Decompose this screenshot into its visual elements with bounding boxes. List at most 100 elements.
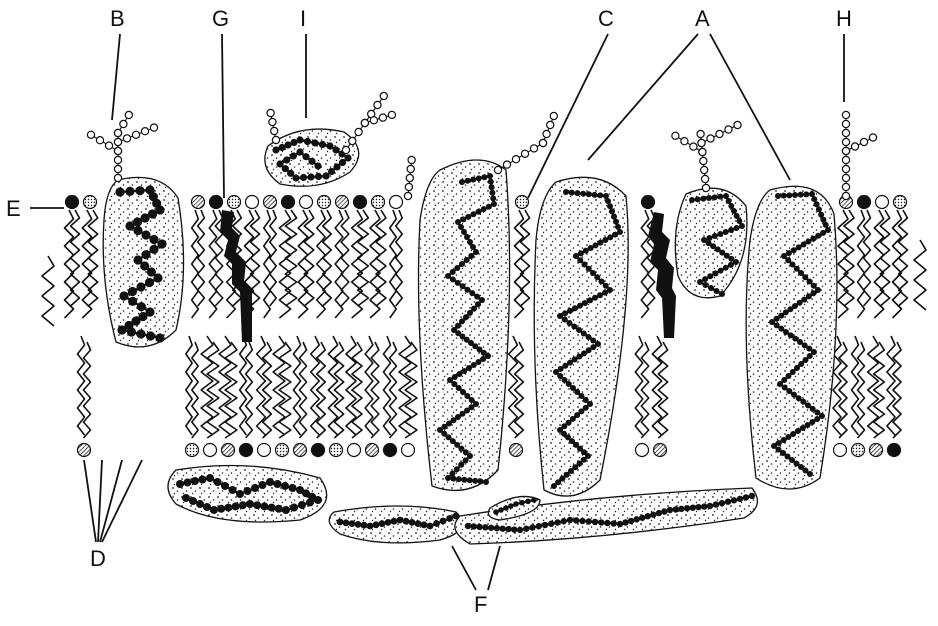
label-a: A [695,6,710,31]
glycan-bond [846,138,873,152]
amino-acid-bead [136,282,145,291]
amino-acid-bead [379,520,386,527]
lipid-tail [299,342,306,438]
amino-acid-bead [290,152,297,159]
lipid-head-inner [654,444,667,457]
sugar-residue [697,130,704,137]
sugar-residue [123,135,130,142]
lipid-tail [839,342,847,438]
amino-acid-bead [210,506,218,514]
protein-c [534,177,628,496]
lipid-head-inner [78,444,91,457]
amino-acid-bead [176,480,184,488]
amino-acid-bead [615,224,621,230]
amino-acid-bead [467,239,473,245]
amino-acid-bead [467,453,473,459]
amino-acid-bead [464,234,470,240]
leader-d-2 [98,460,102,542]
amino-acid-bead [463,457,469,463]
leader-a-right [710,34,790,180]
amino-acid-bead [391,518,398,525]
amino-acid-bead [458,224,464,230]
lipid-tail [207,342,219,438]
amino-acid-bead [577,257,583,263]
amino-acid-bead [307,173,314,180]
protein-bottom-left [168,466,327,523]
amino-acid-bead [446,515,453,522]
amino-acid-bead [224,504,232,512]
amino-acid-bead [182,494,190,502]
amino-acid-bead [536,523,542,529]
amino-acid-bead [714,288,720,294]
amino-acid-bead [488,179,494,185]
amino-acid-bead [290,504,298,512]
sugar-residue [150,124,157,131]
amino-acid-bead [579,518,585,524]
leader-d-3 [100,460,122,542]
sugar-residue [503,161,510,168]
lipid-head-inner [888,444,901,457]
lipid-head-outer [264,196,277,209]
sugar-residue [842,183,849,190]
amino-acid-bead [548,521,554,527]
sugar-residue [842,147,849,154]
amino-acid-bead [622,519,628,525]
amino-acid-bead [125,221,134,230]
amino-acid-bead [260,502,268,510]
lipid-head-outer [192,196,205,209]
lipid-tail [270,210,276,306]
amino-acid-bead [574,190,580,196]
amino-acid-bead [217,505,225,513]
sugar-residue [349,137,356,144]
lipid-head-inner [636,444,649,457]
amino-acid-bead [609,208,615,214]
amino-acid-bead [115,187,124,196]
amino-acid-bead [820,217,826,223]
amino-acid-bead [355,521,362,528]
amino-acid-bead [460,216,466,222]
amino-acid-bead [505,526,511,532]
amino-acid-bead [573,253,579,259]
amino-acid-bead [678,506,684,512]
sugar-residue [271,127,278,134]
amino-acid-bead [494,525,500,531]
amino-acid-bead [713,501,719,507]
lipid-head-inner [348,444,361,457]
lipid-head-inner [330,444,343,457]
amino-acid-bead [478,478,484,484]
amino-acid-bead [816,206,822,212]
glycan-i-branch [361,111,395,126]
amino-acid-bead [483,479,489,485]
amino-acid-bead [199,476,207,484]
amino-acid-bead [385,519,392,526]
amino-acid-bead [712,194,718,200]
sugar-residue [132,131,139,138]
sugar-residue [842,156,849,163]
amino-acid-bead [517,527,523,533]
sugar-residue [543,130,550,137]
amino-acid-bead [611,520,617,526]
lipid-tail [246,342,253,438]
lipid-tail [521,210,530,306]
lipid-tail [83,342,90,438]
amino-acid-bead [645,513,651,519]
glycan-lipid-1 [404,156,415,199]
label-i: I [300,6,306,31]
leader-f-right [488,546,500,590]
amino-acid-bead [415,520,422,527]
sugar-residue [700,157,707,164]
lipid-tail [371,342,379,438]
amino-acid-bead [282,506,290,514]
amino-acid-bead [332,146,339,153]
amino-acid-bead [403,518,410,525]
lipid-tail [279,342,291,438]
amino-acid-bead [503,505,509,511]
amino-acid-bead [628,518,634,524]
lipid-head-inner [204,444,217,457]
amino-acid-bead [489,184,495,190]
label-d: D [90,546,106,571]
sugar-residue [702,175,709,182]
amino-acid-bead [440,518,447,525]
amino-acid-bead [695,196,701,202]
amino-acid-bead [489,190,495,196]
